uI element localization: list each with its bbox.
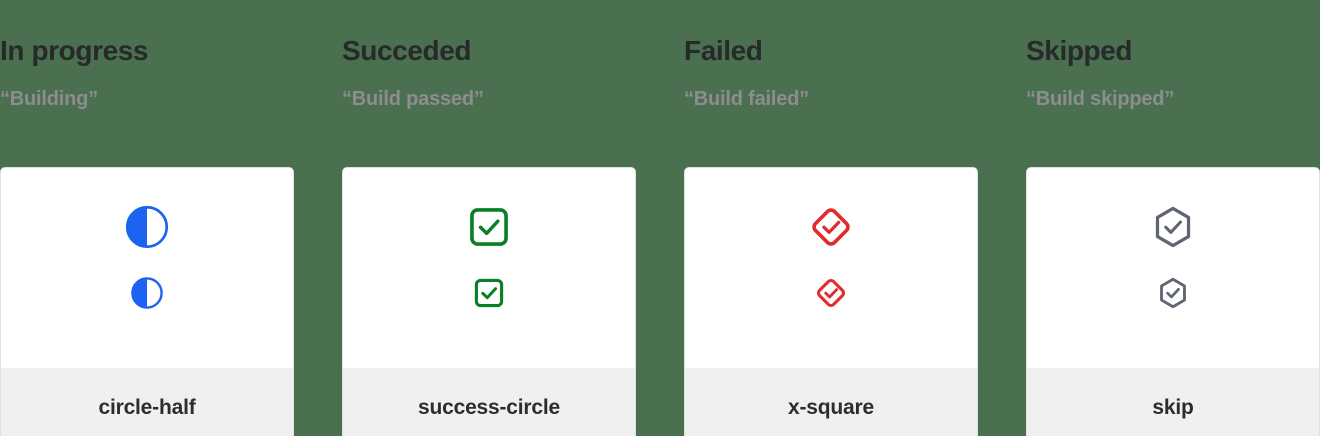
icon-card[interactable]: success-circle [342, 167, 636, 436]
column-subheading: “Building” [0, 88, 98, 110]
icon-card-body [685, 168, 977, 368]
icon-card-body [343, 168, 635, 368]
column-subheading: “Build failed” [684, 88, 809, 110]
column-heading: Skipped [1026, 35, 1133, 66]
icon-card[interactable]: skip [1026, 167, 1320, 436]
icon-name-label: skip [1152, 396, 1194, 419]
column-heading: Failed [684, 35, 763, 66]
icon-name-label: success-circle [418, 396, 560, 419]
icon-name-label: x-square [788, 396, 874, 419]
circle-half-icon-small [131, 277, 163, 309]
check-square-icon-small [474, 278, 504, 308]
column-subheading: “Build skipped” [1026, 88, 1175, 110]
circle-half-icon [125, 205, 169, 249]
status-column-in-progress: In progress “Building” circle-half [0, 0, 294, 436]
check-diamond-icon-small [816, 278, 846, 308]
icon-card-body [1, 168, 293, 368]
column-subheading: “Build passed” [342, 88, 484, 110]
status-column-failed: Failed “Build failed” x-square [684, 0, 978, 436]
icon-card[interactable]: x-square [684, 167, 978, 436]
status-column-succeded: Succeded “Build passed” success-circle [342, 0, 636, 436]
icon-card[interactable]: circle-half [0, 167, 294, 436]
check-hexagon-icon [1155, 206, 1191, 248]
icon-card-footer: success-circle [343, 368, 635, 436]
icon-card-footer: x-square [685, 368, 977, 436]
icon-card-footer: circle-half [1, 368, 293, 436]
check-diamond-icon [812, 208, 850, 246]
check-square-icon [470, 208, 508, 246]
icon-card-footer: skip [1027, 368, 1319, 436]
column-heading: In progress [0, 35, 149, 66]
check-hexagon-icon-small [1160, 277, 1186, 309]
icon-card-body [1027, 168, 1319, 368]
icon-name-label: circle-half [98, 396, 196, 419]
column-heading: Succeded [342, 35, 472, 66]
status-column-skipped: Skipped “Build skipped” skip [1026, 0, 1320, 436]
